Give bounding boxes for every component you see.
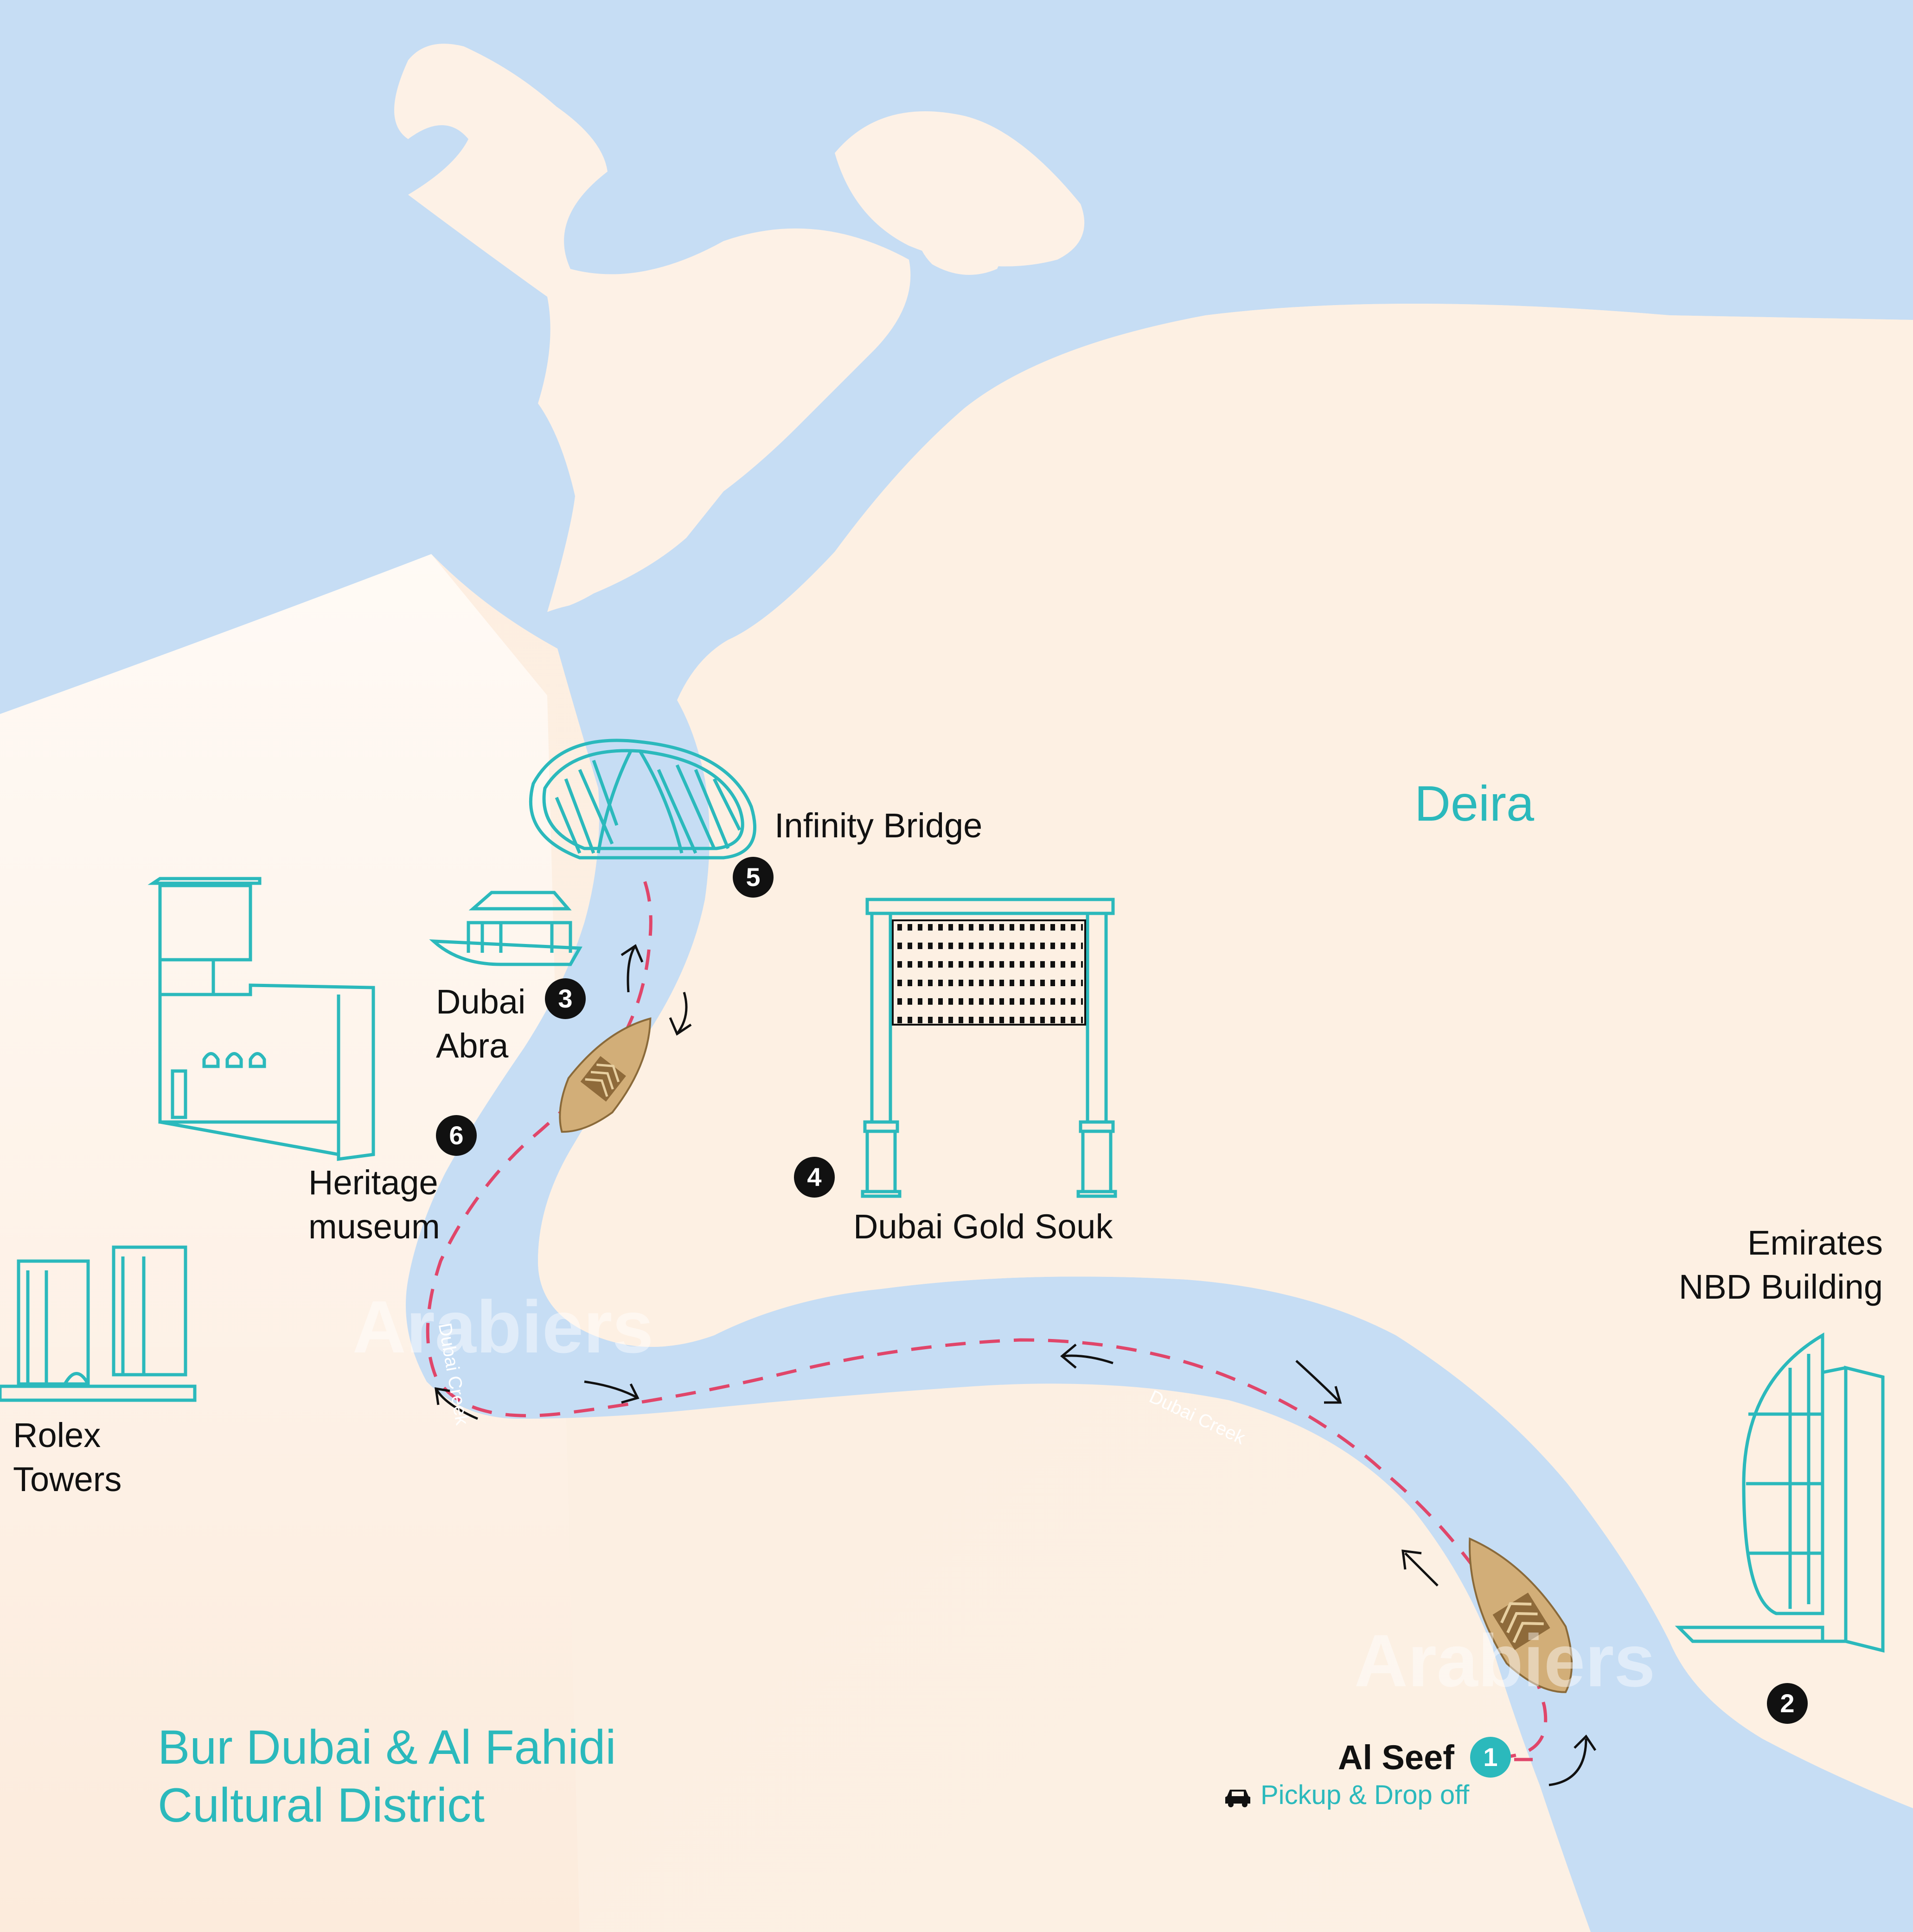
label-heritage-museum-line1: Heritage bbox=[308, 1163, 438, 1202]
car-icon bbox=[1225, 1789, 1250, 1807]
heritage-museum-illustration bbox=[147, 877, 375, 1161]
label-gold-souk: Dubai Gold Souk bbox=[853, 1207, 1113, 1246]
bur-dubai-land bbox=[0, 554, 580, 1932]
gold-souk-pattern bbox=[892, 919, 1086, 1026]
pickup-drop-off: Pickup & Drop off bbox=[1224, 1779, 1469, 1811]
stop-badge-6[interactable]: 6 bbox=[436, 1115, 477, 1156]
label-rolex-towers-line1: Rolex bbox=[13, 1416, 101, 1454]
district-deira: Deira bbox=[1414, 775, 1535, 831]
label-al-seef: Al Seef bbox=[1338, 1738, 1454, 1777]
stop-badge-4[interactable]: 4 bbox=[794, 1157, 835, 1198]
stop-badge-3[interactable]: 3 bbox=[545, 978, 586, 1019]
watermark-2: Arabiers bbox=[1354, 1619, 1656, 1702]
deira-land bbox=[538, 304, 1913, 1808]
boat-lower bbox=[1469, 1537, 1573, 1693]
emirates-nbd-illustration bbox=[1675, 1332, 1885, 1653]
stop-badge-2[interactable]: 2 bbox=[1767, 1683, 1808, 1724]
label-dubai-abra-line1: Dubai bbox=[436, 982, 526, 1021]
island-right-top bbox=[835, 111, 1085, 267]
dubai-abra-illustration bbox=[429, 891, 582, 966]
label-dubai-abra-line2: Abra bbox=[436, 1027, 509, 1065]
island-small bbox=[917, 210, 1002, 275]
infinity-bridge-illustration bbox=[529, 739, 756, 860]
pickup-label: Pickup & Drop off bbox=[1260, 1780, 1470, 1810]
district-bur-dubai-line2: Cultural District bbox=[158, 1779, 485, 1832]
label-heritage-museum-line2: museum bbox=[308, 1207, 440, 1246]
label-rolex-towers-line2: Towers bbox=[13, 1460, 122, 1498]
stop-badge-1[interactable]: 1 bbox=[1470, 1737, 1511, 1778]
gold-souk-illustration bbox=[861, 898, 1117, 1198]
stop-badge-5[interactable]: 5 bbox=[733, 857, 774, 898]
route-arrows bbox=[435, 944, 1597, 1786]
label-infinity-bridge: Infinity Bridge bbox=[774, 806, 983, 845]
label-emirates-line2: NBD Building bbox=[1678, 1268, 1883, 1306]
label-emirates-line1: Emirates bbox=[1747, 1224, 1883, 1262]
boat-upper bbox=[559, 1017, 652, 1133]
island-upper bbox=[394, 44, 911, 612]
watermark-1: Arabiers bbox=[352, 1285, 654, 1368]
rolex-towers-illustration bbox=[0, 1245, 197, 1402]
district-bur-dubai: Bur Dubai & Al Fahidi bbox=[158, 1721, 616, 1774]
